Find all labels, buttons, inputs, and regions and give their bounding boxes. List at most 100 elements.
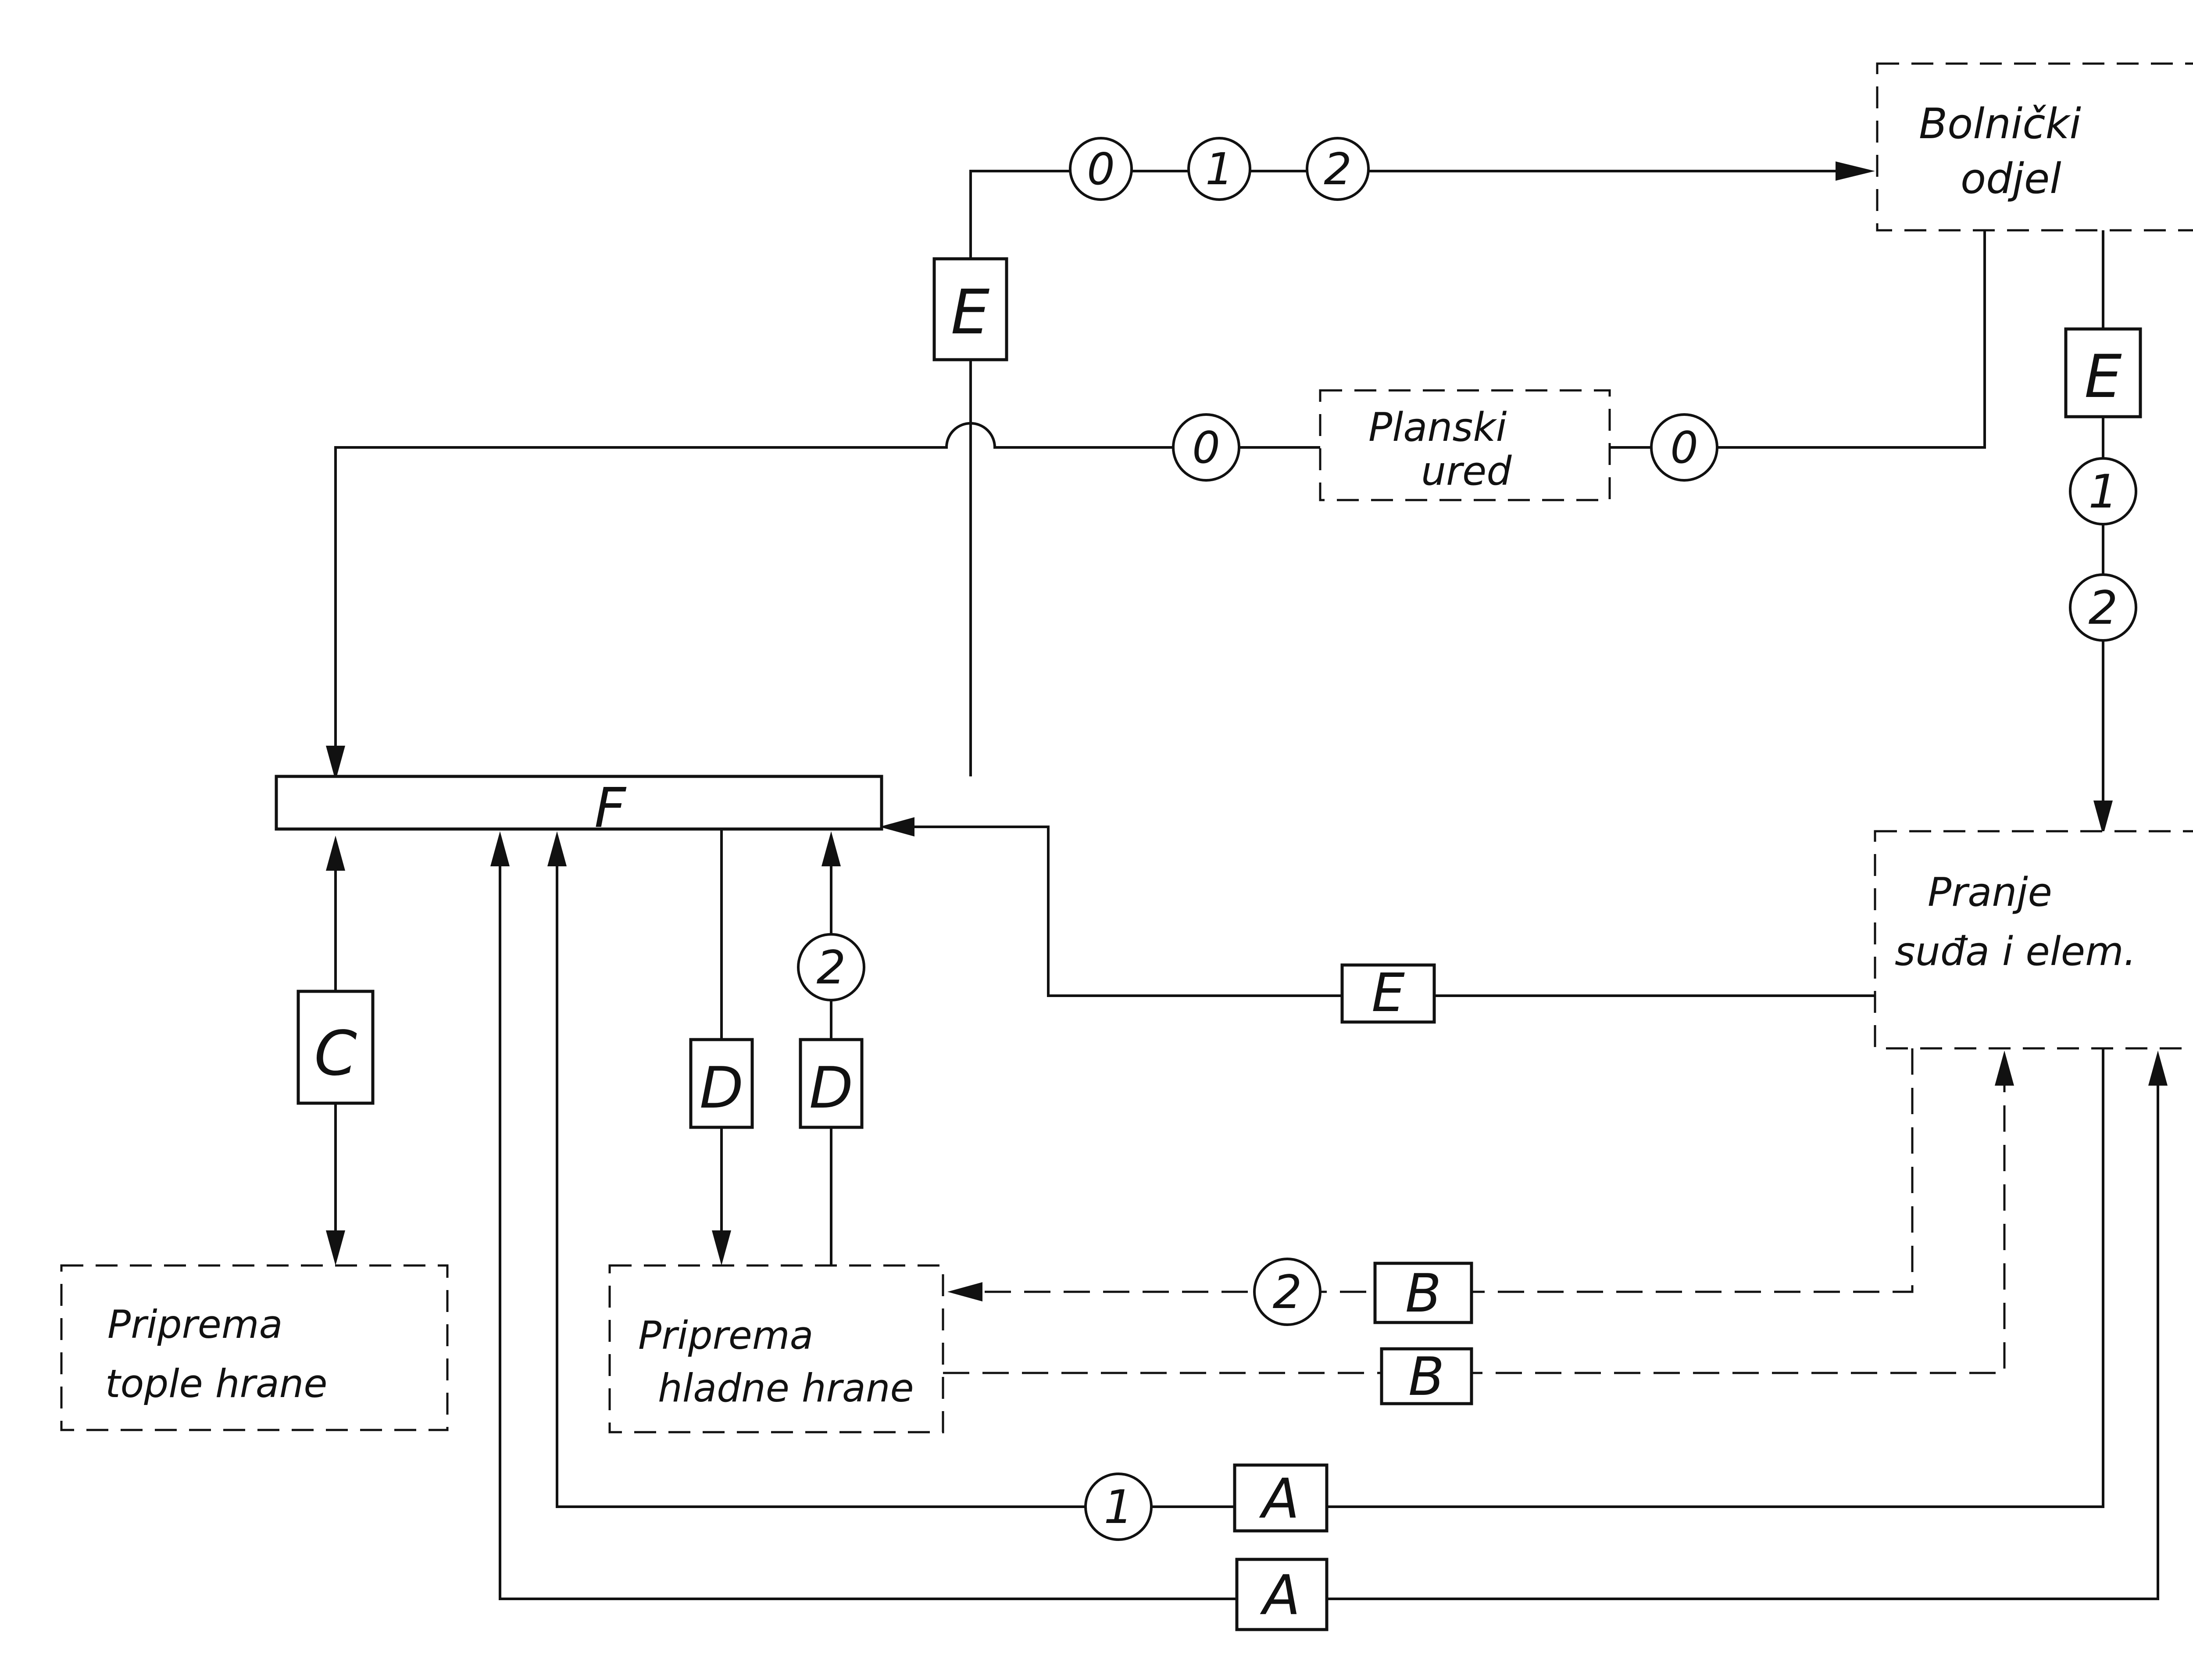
marker-top-0-text: 0 bbox=[1087, 143, 1115, 195]
b-upper-letter: B bbox=[1405, 1263, 1441, 1324]
label-box-e-top: E bbox=[932, 257, 1008, 361]
marker-planski-left-0: 0 bbox=[1172, 413, 1240, 482]
pranje-frame bbox=[1874, 830, 2193, 1050]
central-f-label: F bbox=[594, 776, 627, 840]
label-box-e-middle: E bbox=[1340, 963, 1436, 1024]
marker-right-2-text: 2 bbox=[2089, 581, 2118, 635]
planski-ured-label-line2: ured bbox=[1421, 448, 1512, 494]
b-lower-frame bbox=[1380, 1347, 1473, 1405]
bolnicki-odjel-frame bbox=[1876, 62, 2193, 232]
a-upper-frame bbox=[1233, 1463, 1329, 1533]
d-left-letter: D bbox=[700, 1054, 743, 1121]
arrowhead-up-into-f-a-lower bbox=[490, 831, 510, 866]
arrowhead-into-tople-hrane bbox=[326, 1230, 345, 1265]
arrowhead-into-f-from-pranje bbox=[879, 817, 914, 836]
marker-d-up-2-text: 2 bbox=[817, 941, 846, 994]
node-bolnicki-odjel: Bolnički odjel bbox=[1876, 62, 2193, 232]
connector-pranje-to-f bbox=[904, 826, 1875, 997]
hladne-hrane-label-line2: hladne hrane bbox=[658, 1365, 914, 1411]
arrowhead-into-pranje bbox=[2093, 801, 2113, 836]
arrowhead-up-into-pranje-a bbox=[2148, 1051, 2168, 1086]
connector-pranje-to-f-a-upper bbox=[556, 862, 2104, 1508]
marker-planski-right-0: 0 bbox=[1650, 413, 1718, 482]
label-box-b-upper: B bbox=[1373, 1262, 1473, 1324]
d-right-letter: D bbox=[809, 1054, 853, 1121]
marker-a-upper-1-circle bbox=[1084, 1473, 1153, 1541]
marker-a-upper-1-text: 1 bbox=[1104, 1480, 1133, 1534]
e-middle-letter: E bbox=[1372, 963, 1405, 1024]
marker-top-2-text: 2 bbox=[1324, 143, 1352, 195]
marker-right-1: 1 bbox=[2069, 457, 2137, 525]
arrowhead-into-bolnicki-odjel bbox=[1836, 161, 1875, 181]
marker-right-2: 2 bbox=[2069, 573, 2137, 642]
b-lower-letter: B bbox=[1408, 1347, 1444, 1408]
node-central-f: F bbox=[275, 775, 883, 840]
planski-ured-label-line1: Planski bbox=[1368, 404, 1507, 450]
b-upper-frame bbox=[1373, 1262, 1473, 1324]
node-planski-ured: Planski ured bbox=[1319, 389, 1611, 501]
marker-right-2-circle bbox=[2069, 573, 2137, 642]
arrowheads bbox=[326, 161, 2168, 1301]
label-box-d-right: D bbox=[799, 1038, 864, 1129]
a-lower-letter: A bbox=[1260, 1564, 1300, 1627]
a-lower-frame bbox=[1235, 1558, 1329, 1631]
pranje-label-line1: Pranje bbox=[1928, 869, 2052, 915]
marker-right-1-text: 1 bbox=[2089, 465, 2118, 518]
marker-top-2-circle bbox=[1306, 137, 1370, 201]
letter-boxes: E E E C D D B B bbox=[296, 257, 2142, 1631]
marker-planski-left-0-circle bbox=[1172, 413, 1240, 482]
arrowhead-up-into-pranje-b bbox=[1995, 1051, 2014, 1086]
label-box-a-upper: A bbox=[1233, 1463, 1329, 1533]
marker-b-upper-2: 2 bbox=[1253, 1258, 1322, 1326]
d-right-frame bbox=[799, 1038, 864, 1129]
connector-pranje-to-hladne-hrane-b bbox=[976, 1048, 1914, 1293]
planski-ured-frame bbox=[1319, 389, 1611, 501]
arrowhead-into-f-from-planski bbox=[326, 746, 345, 781]
d-left-frame bbox=[689, 1038, 754, 1129]
tople-hrane-frame bbox=[60, 1264, 449, 1431]
label-box-a-lower: A bbox=[1235, 1558, 1329, 1631]
marker-right-1-circle bbox=[2069, 457, 2137, 525]
arrowhead-up-into-f-c bbox=[326, 836, 345, 871]
bolnicki-odjel-label-line1: Bolnički bbox=[1919, 100, 2081, 148]
e-right-frame bbox=[2064, 327, 2142, 418]
hladne-hrane-label-line1: Priprema bbox=[638, 1313, 814, 1358]
e-right-letter: E bbox=[2084, 342, 2122, 411]
c-frame bbox=[296, 990, 375, 1105]
central-f-bar bbox=[275, 775, 883, 831]
tople-hrane-label-line1: Priprema bbox=[107, 1302, 283, 1347]
connector-f-to-bolnicki-odjel bbox=[969, 170, 1851, 776]
arrowhead-up-into-f-d bbox=[821, 831, 841, 866]
marker-planski-left-0-text: 0 bbox=[1192, 422, 1220, 473]
marker-top-2: 2 bbox=[1306, 137, 1370, 201]
connector-f-to-pranje-a-lower bbox=[499, 862, 2159, 1600]
tople-hrane-label-line2: tople hrane bbox=[105, 1361, 328, 1406]
connector-bolnicki-odjel-to-planski-ured bbox=[1610, 230, 1986, 449]
marker-b-upper-2-text: 2 bbox=[1273, 1265, 1302, 1319]
marker-top-0-circle bbox=[1069, 137, 1133, 201]
connector-planski-ured-to-f bbox=[334, 422, 1320, 757]
marker-b-upper-2-circle bbox=[1253, 1258, 1322, 1326]
bolnicki-odjel-label-line2: odjel bbox=[1961, 155, 2061, 203]
c-letter: C bbox=[314, 1018, 357, 1090]
connector-hladne-hrane-to-pranje-b bbox=[943, 1086, 2006, 1374]
marker-a-upper-1: 1 bbox=[1084, 1473, 1153, 1541]
arrowhead-into-hladne-hrane-b bbox=[947, 1282, 982, 1301]
marker-top-0: 0 bbox=[1069, 137, 1133, 201]
label-box-e-right: E bbox=[2064, 327, 2142, 418]
arrowhead-into-hladne-hrane bbox=[712, 1230, 731, 1265]
arrowhead-up-into-f-a-upper bbox=[547, 831, 567, 866]
marker-planski-right-0-text: 0 bbox=[1670, 422, 1698, 473]
marker-top-1: 1 bbox=[1187, 137, 1251, 201]
label-box-b-lower: B bbox=[1380, 1347, 1473, 1408]
e-middle-frame bbox=[1340, 963, 1436, 1024]
marker-planski-right-0-circle bbox=[1650, 413, 1718, 482]
a-upper-letter: A bbox=[1259, 1467, 1300, 1531]
circle-markers: 0 1 2 0 0 1 2 2 bbox=[797, 137, 2137, 1541]
marker-top-1-circle bbox=[1187, 137, 1251, 201]
node-priprema-hladne-hrane: Priprema hladne hrane bbox=[608, 1264, 944, 1433]
node-pranje: Pranje suđa i elem. bbox=[1874, 830, 2193, 1050]
marker-top-1-text: 1 bbox=[1205, 143, 1233, 195]
hladne-hrane-frame bbox=[608, 1264, 944, 1433]
